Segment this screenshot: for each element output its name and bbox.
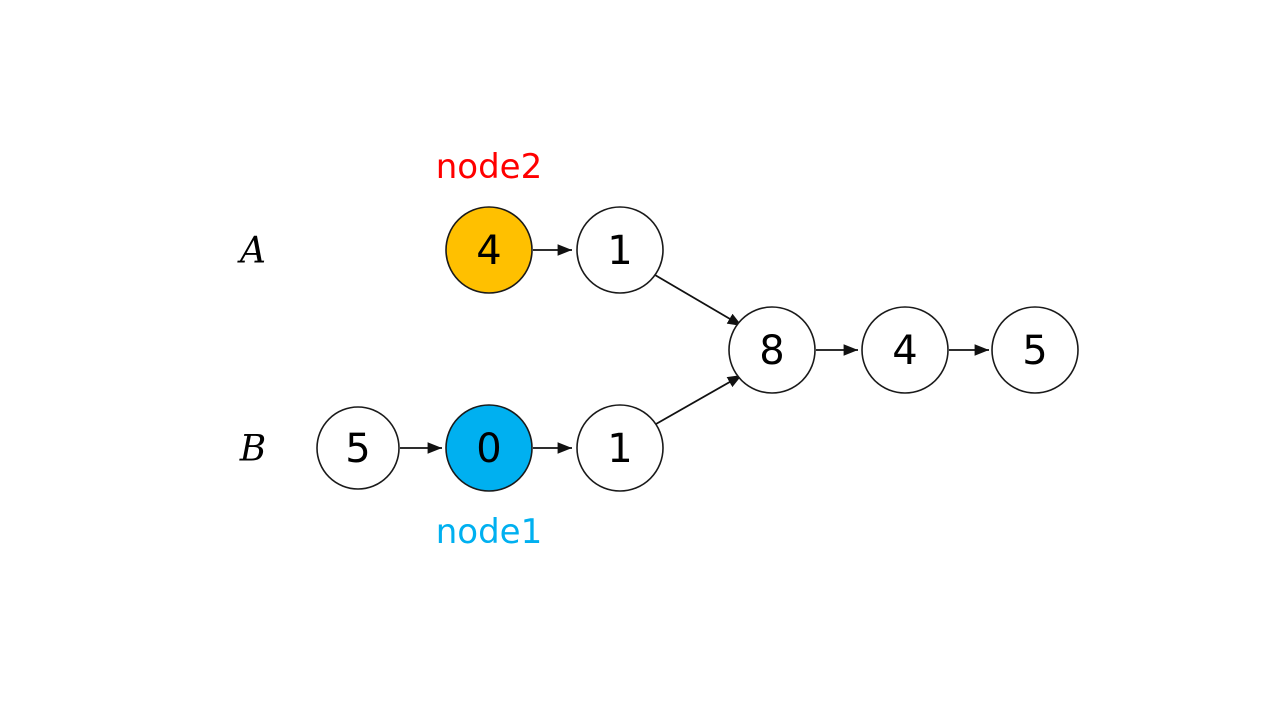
list-node[interactable]: 1 <box>576 206 664 294</box>
row-label-a: A <box>237 231 266 272</box>
list-node[interactable]: 0 <box>445 404 533 492</box>
node-circle[interactable] <box>445 206 533 294</box>
node-circle[interactable] <box>991 306 1079 394</box>
node-value: 0 <box>476 426 501 472</box>
nodes-layer: 4 1 5 0 1 8 4 5 <box>316 206 1079 492</box>
node1-label: node1 <box>436 512 542 552</box>
node-value: 4 <box>476 228 501 274</box>
list-node[interactable]: 8 <box>728 306 816 394</box>
node-value: 1 <box>607 228 632 274</box>
node-circle[interactable] <box>728 306 816 394</box>
edges-layer <box>400 244 989 454</box>
list-node[interactable]: 5 <box>991 306 1079 394</box>
list-node[interactable]: 1 <box>576 404 664 492</box>
node-value: 4 <box>892 328 917 374</box>
node-value: 1 <box>607 426 632 472</box>
edge-arrow <box>654 274 743 327</box>
node-circle[interactable] <box>576 404 664 492</box>
list-node[interactable]: 4 <box>861 306 949 394</box>
node-circle[interactable] <box>316 406 400 490</box>
node-value: 5 <box>345 426 370 472</box>
row-label-b: B <box>239 429 266 470</box>
row-labels-layer: AB <box>237 231 266 470</box>
node-value: 5 <box>1022 328 1047 374</box>
list-node[interactable]: 4 <box>445 206 533 294</box>
node-circle[interactable] <box>576 206 664 294</box>
annotations-layer: node2 node1 <box>436 147 542 552</box>
node-circle[interactable] <box>445 404 533 492</box>
node-value: 8 <box>759 328 784 374</box>
node-circle[interactable] <box>861 306 949 394</box>
node2-label: node2 <box>436 147 542 187</box>
list-node[interactable]: 5 <box>316 406 400 490</box>
edge-arrow <box>655 374 743 425</box>
